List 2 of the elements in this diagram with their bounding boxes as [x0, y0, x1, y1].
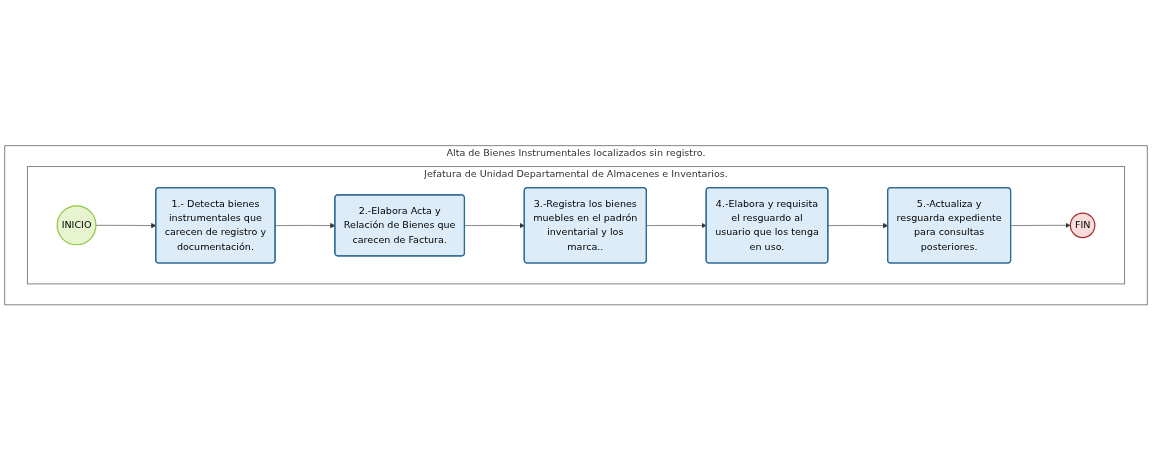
node-circle: FIN [1069, 212, 1096, 238]
node-circle: INICIO [56, 205, 97, 245]
